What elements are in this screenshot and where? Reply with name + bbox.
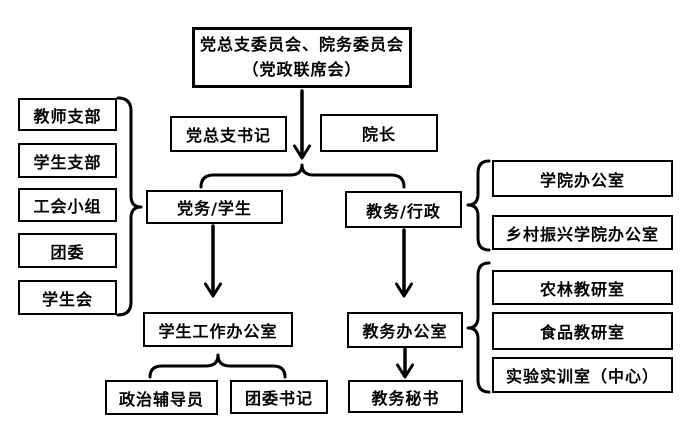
node-dean-label: 院长 xyxy=(361,125,396,144)
node-agro-forestry-research-office-label: 农林教研室 xyxy=(539,279,625,299)
node-joint-committee-line1: 党总支委员会、院务委员会 xyxy=(199,34,404,54)
node-political-counselor-label: 政治辅导员 xyxy=(118,389,204,409)
node-joint-committee: 党总支委员会、院务委员会 （党政联席会） xyxy=(192,27,412,88)
node-rural-revitalization-college-office: 乡村振兴学院办公室 xyxy=(492,215,673,250)
node-student-union-label: 学生会 xyxy=(41,289,93,309)
brace-research-rooms xyxy=(466,261,491,394)
node-youth-league-committee: 团委 xyxy=(18,233,117,268)
node-food-research-office-label: 食品教研室 xyxy=(539,323,625,342)
node-union-group: 工会小组 xyxy=(18,188,117,222)
node-teacher-branch: 教师支部 xyxy=(18,98,117,131)
brace-student-office-split xyxy=(148,353,287,379)
arrow-committee-down-head xyxy=(293,144,311,160)
arrow-academic-office-down-head xyxy=(396,363,414,379)
node-academic-secretary: 教务秘书 xyxy=(348,380,463,413)
node-party-branch-secretary: 党总支书记 xyxy=(170,116,287,152)
node-agro-forestry-research-office: 农林教研室 xyxy=(492,270,673,305)
node-student-affairs-office-label: 学生工作办公室 xyxy=(158,321,278,341)
node-league-secretary: 团委书记 xyxy=(230,380,328,414)
node-food-research-office: 食品教研室 xyxy=(492,312,673,350)
node-student-branch: 学生支部 xyxy=(18,143,117,178)
node-academic-admin-track: 教务/行政 xyxy=(345,191,462,228)
node-academic-affairs-office: 教务办公室 xyxy=(347,312,463,348)
node-joint-committee-line2: （党政联席会） xyxy=(242,59,362,79)
arrow-party-track-down-head xyxy=(204,282,222,298)
brace-left-branches xyxy=(116,96,143,317)
node-union-group-label: 工会小组 xyxy=(33,197,102,216)
node-political-counselor: 政治辅导员 xyxy=(105,380,218,415)
node-youth-league-committee-label: 团委 xyxy=(50,242,85,262)
node-college-office: 学院办公室 xyxy=(492,160,673,197)
node-dean: 院长 xyxy=(320,114,438,152)
node-party-branch-secretary-label: 党总支书记 xyxy=(185,126,271,145)
node-party-student-track-label: 党务/学生 xyxy=(177,199,252,218)
node-academic-secretary-label: 教务秘书 xyxy=(371,388,440,408)
node-student-union: 学生会 xyxy=(18,280,117,315)
node-teacher-branch-label: 教师支部 xyxy=(33,106,102,126)
node-academic-admin-track-label: 教务/行政 xyxy=(366,201,441,221)
node-experiment-training-center: 实验实训室（中心） xyxy=(492,357,673,393)
brace-admin-offices xyxy=(466,159,491,252)
brace-track-split xyxy=(199,163,406,189)
node-academic-affairs-office-label: 教务办公室 xyxy=(362,322,448,341)
node-college-office-label: 学院办公室 xyxy=(539,170,625,190)
node-party-student-track: 党务/学生 xyxy=(146,190,283,224)
node-experiment-training-center-label: 实验实训室（中心） xyxy=(505,367,659,386)
node-student-branch-label: 学生支部 xyxy=(33,152,102,172)
node-league-secretary-label: 团委书记 xyxy=(244,389,313,408)
node-rural-revitalization-college-office-label: 乡村振兴学院办公室 xyxy=(505,224,659,244)
arrow-academic-track-down-head xyxy=(395,282,413,298)
node-student-affairs-office: 学生工作办公室 xyxy=(143,312,293,347)
